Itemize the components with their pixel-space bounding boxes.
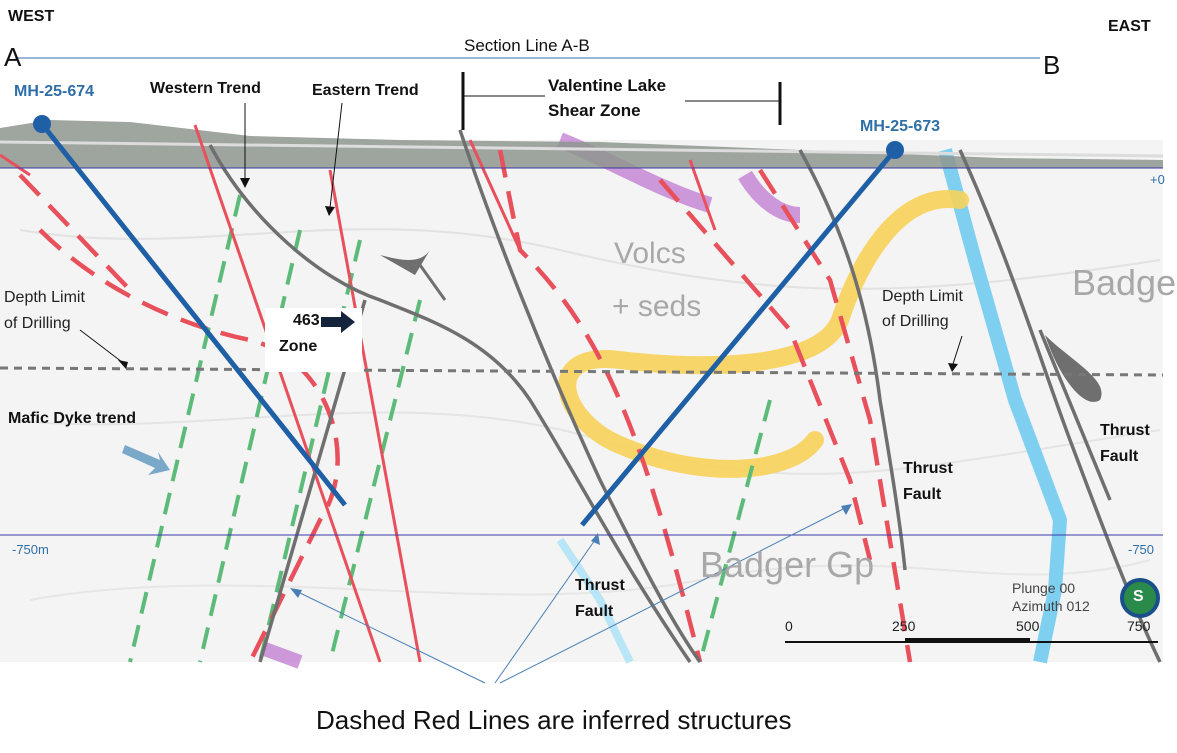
caption: Dashed Red Lines are inferred structures [316, 705, 792, 735]
depth-limit-line [0, 366, 1164, 377]
faint-contour [29, 559, 1151, 601]
depth-750-right-label: -750 [1128, 542, 1155, 557]
purple-unit [738, 170, 801, 223]
volcs-label-line1: Volcs [614, 237, 686, 270]
shear-zone-label-line1: Valentine Lake [548, 76, 667, 95]
structure-line [688, 159, 717, 231]
thrust-fault-mid-line1: Thrust [903, 460, 953, 477]
blue-unit [556, 537, 634, 664]
badger-right-label: Badger [1072, 262, 1177, 303]
caption-arrow [494, 539, 596, 684]
dyke-line [328, 299, 422, 663]
drillhole-mh-25-674-trace [40, 122, 347, 507]
fault-tail [418, 264, 447, 301]
pointer-arrowhead [948, 363, 958, 372]
thrust-fault-right-line1: Thrust [1100, 422, 1150, 439]
structure-line [468, 139, 522, 251]
dyke-line [128, 194, 242, 663]
topography-highlight [0, 140, 1164, 158]
azimuth-label: Azimuth 012 [1012, 598, 1090, 614]
scale-tick-250: 250 [892, 618, 916, 634]
caption-arrow [297, 591, 486, 684]
depth-limit-left-line1: Depth Limit [4, 289, 85, 306]
scale-tick-500: 500 [1016, 618, 1040, 634]
pointer-arrowhead [240, 178, 250, 188]
pointer-arrowhead [325, 206, 335, 216]
inferred-structure [758, 168, 913, 663]
shear-zone-label-line2: Shear Zone [548, 101, 641, 120]
yellow-unit [558, 190, 969, 478]
caption-arrowhead [591, 533, 600, 545]
red-structures [0, 124, 717, 663]
inferred-structure [658, 178, 873, 561]
hole-mh-25-673-label: MH-25-673 [860, 118, 941, 135]
purple-unit [259, 641, 303, 669]
structure-line [0, 153, 31, 177]
depth-limit-right-line2: of Drilling [882, 313, 949, 330]
eastern-trend-pointer [329, 102, 343, 209]
thrust-fault-bottom-line1: Thrust [575, 577, 625, 594]
faint-contour [19, 228, 1161, 290]
fault-line [458, 129, 702, 664]
caption-arrows [297, 507, 846, 684]
depth-limit-left-pointer [79, 329, 123, 363]
thrust-fault-bottom-line2: Fault [575, 603, 614, 620]
drillhole-mh-25-673-trace [580, 148, 897, 527]
inferred-structure [18, 173, 132, 292]
zone-463-label-line1: 463 [293, 312, 320, 329]
pointer-arrowhead [118, 360, 128, 369]
topography [0, 120, 1163, 168]
structure-line [328, 169, 422, 663]
inferred-structure [497, 149, 703, 663]
point-a-label: A [4, 42, 22, 72]
compass-circle [1120, 578, 1160, 618]
inferred-structures [18, 149, 913, 663]
western-trend-line [208, 144, 692, 663]
thrust-fault-right-line2: Fault [1100, 448, 1139, 465]
structure-line [193, 124, 382, 663]
fault-blob [1045, 335, 1102, 402]
scale-bar-segment [905, 638, 1030, 643]
mafic-dyke-arrow [122, 445, 170, 475]
dyke-line [198, 229, 302, 663]
zone-463-box: 463 Zone [265, 308, 362, 372]
mafic-dyke-label: Mafic Dyke trend [8, 410, 137, 427]
volcs-label-line2: + seds [612, 290, 702, 323]
caption-arrowhead [841, 504, 852, 515]
drillhole-mh-25-673-collar [886, 141, 904, 159]
compass-letter: S [1133, 588, 1144, 605]
eastern-trend-label: Eastern Trend [312, 82, 419, 99]
blue-unit [938, 148, 1068, 664]
fault-line [1038, 329, 1112, 501]
caption-arrowhead [290, 588, 302, 598]
grey-faults [208, 129, 1162, 664]
west-label: WEST [8, 8, 55, 25]
zone-463-arrow-icon [321, 311, 355, 333]
depth-zero-right-label: +0 [1150, 172, 1165, 187]
inferred-structure [38, 228, 340, 663]
section-line-label: Section Line A-B [464, 36, 590, 55]
dyke-line [698, 399, 772, 663]
zone-463-label-line2: Zone [279, 338, 318, 355]
fault-blob [380, 250, 430, 275]
scale-tick-750: 750 [1127, 618, 1151, 634]
western-trend-label: Western Trend [150, 80, 261, 97]
depth-750-left-label: -750m [12, 542, 49, 557]
depth-limit-right-line1: Depth Limit [882, 288, 963, 305]
caption-arrow [499, 507, 846, 684]
scale-tick-0: 0 [785, 618, 793, 634]
depth-limit-left-line2: of Drilling [4, 315, 71, 332]
east-label: EAST [1108, 18, 1151, 35]
plunge-label: Plunge 00 [1012, 580, 1076, 596]
pointer-lines [79, 102, 963, 365]
thrust-fault-mid-line2: Fault [903, 486, 942, 503]
drillhole-mh-25-674-collar [33, 115, 51, 133]
depth-limit-right-pointer [952, 335, 963, 365]
badger-gp-label: Badger Gp [700, 544, 875, 585]
point-b-label: B [1043, 50, 1061, 80]
hole-mh-25-674-label: MH-25-674 [14, 83, 95, 100]
